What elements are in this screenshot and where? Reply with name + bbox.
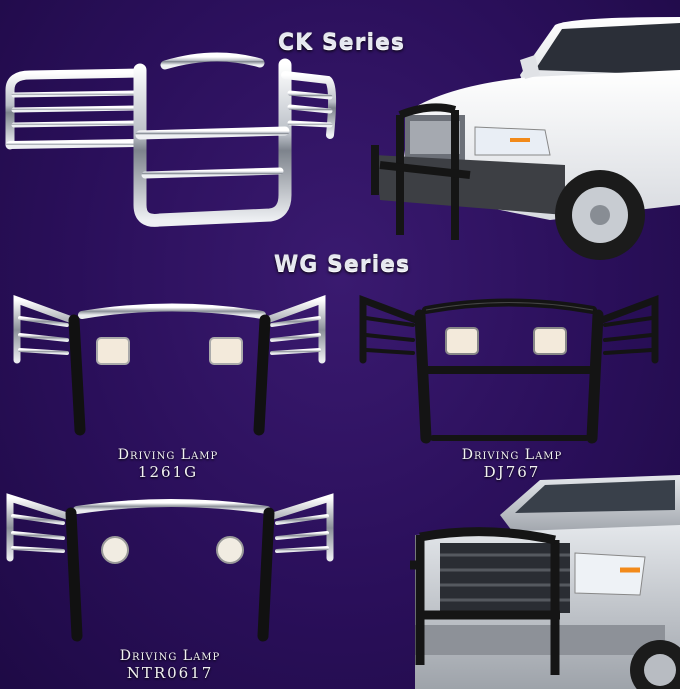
wg-grille-guard-dj767-image: [359, 294, 659, 444]
wg-grille-guard-1261g-image: [13, 295, 326, 436]
ck-series-title: CK Series: [278, 30, 406, 55]
product-name: Driving Lamp: [461, 447, 563, 463]
silver-truck-photo: [410, 475, 680, 689]
product-code: 1261G: [137, 463, 199, 481]
product-name: Driving Lamp: [117, 447, 219, 463]
product-code: NTR0617: [126, 664, 214, 682]
product-caption-1261g: Driving Lamp 1261G: [98, 447, 238, 481]
wg-grille-guard-ntr0617-image: [6, 493, 334, 642]
product-caption-ntr0617: Driving Lamp NTR0617: [100, 648, 240, 682]
white-truck-photo: [371, 17, 680, 260]
ck-series-grille-guard-image: [5, 52, 337, 227]
product-name: Driving Lamp: [119, 648, 221, 664]
product-code: DJ767: [483, 463, 541, 481]
wg-series-title: WG Series: [274, 252, 411, 277]
product-caption-dj767: Driving Lamp DJ767: [442, 447, 582, 481]
